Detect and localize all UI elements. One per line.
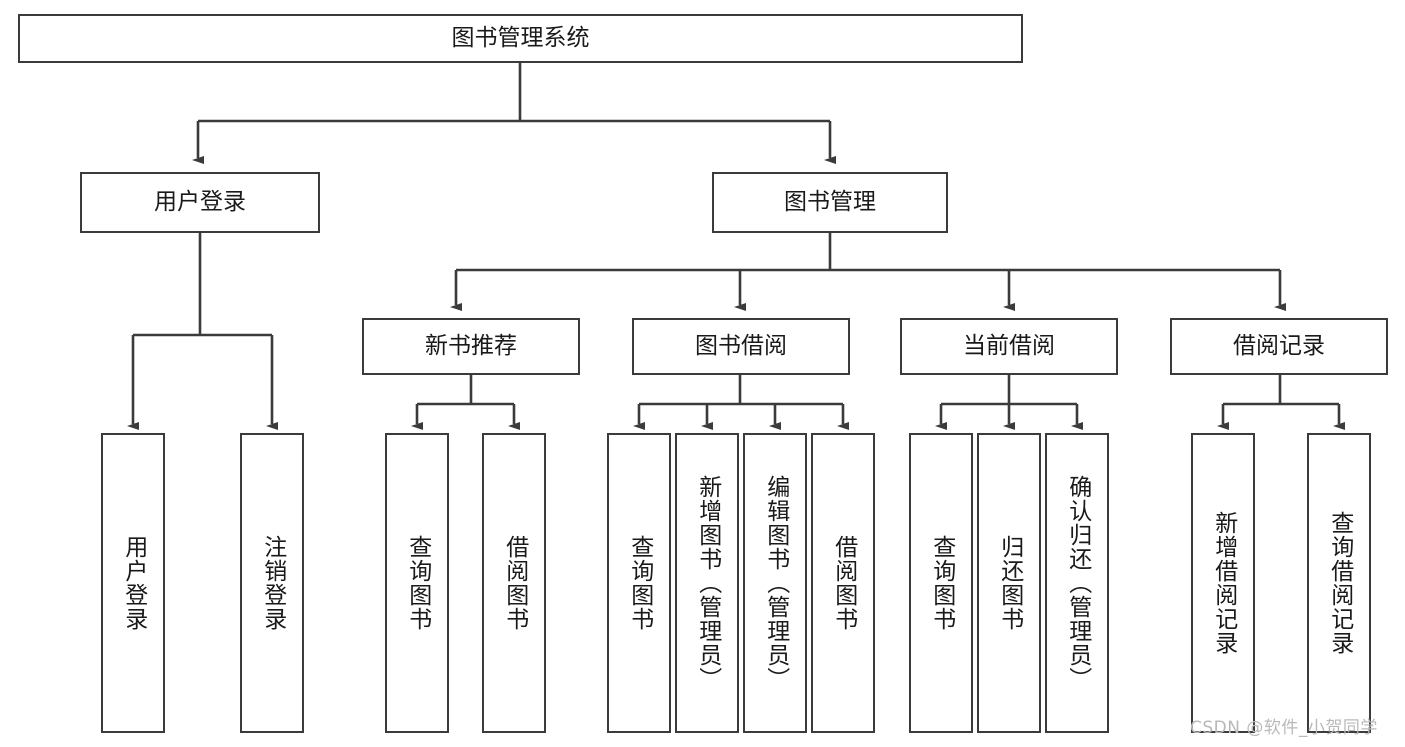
node-label: 当前借阅 xyxy=(963,332,1055,359)
node-label: 用户登录 xyxy=(154,188,246,215)
node-label: 编辑图书（管理员） xyxy=(762,475,789,691)
node-borrow-record[interactable]: 借阅记录 xyxy=(1170,318,1388,375)
node-label: 新书推荐 xyxy=(425,332,517,359)
node-label: 借阅图书 xyxy=(830,535,857,631)
node-leaf-logout[interactable]: 注销登录 xyxy=(240,433,304,733)
node-leaf-cb-confirm-return-admin[interactable]: 确认归还（管理员） xyxy=(1045,433,1109,733)
node-label: 图书管理系统 xyxy=(451,24,590,51)
node-label: 查询图书 xyxy=(404,535,431,631)
node-new-book-recommend[interactable]: 新书推荐 xyxy=(362,318,580,375)
node-root-book-management-system[interactable]: 图书管理系统 xyxy=(18,14,1023,63)
node-label: 新增借阅记录 xyxy=(1210,511,1237,655)
node-label: 图书管理 xyxy=(784,188,876,215)
node-label: 注销登录 xyxy=(259,535,286,631)
node-leaf-bb-edit-book-admin[interactable]: 编辑图书（管理员） xyxy=(743,433,807,733)
node-user-login[interactable]: 用户登录 xyxy=(80,172,320,233)
node-label: 查询图书 xyxy=(928,535,955,631)
node-label: 查询图书 xyxy=(626,535,653,631)
node-label: 新增图书（管理员） xyxy=(694,475,721,691)
node-label: 借阅记录 xyxy=(1233,332,1325,359)
node-leaf-cb-query-book[interactable]: 查询图书 xyxy=(909,433,973,733)
node-label: 用户登录 xyxy=(120,535,147,631)
node-leaf-nb-borrow-book[interactable]: 借阅图书 xyxy=(482,433,546,733)
node-label: 确认归还（管理员） xyxy=(1064,475,1091,691)
node-label: 图书借阅 xyxy=(695,332,787,359)
node-label: 借阅图书 xyxy=(501,535,528,631)
node-current-borrow[interactable]: 当前借阅 xyxy=(900,318,1118,375)
node-leaf-bb-borrow-book[interactable]: 借阅图书 xyxy=(811,433,875,733)
node-book-management[interactable]: 图书管理 xyxy=(712,172,948,233)
node-leaf-bb-add-book-admin[interactable]: 新增图书（管理员） xyxy=(675,433,739,733)
node-leaf-nb-query-book[interactable]: 查询图书 xyxy=(385,433,449,733)
node-leaf-bb-query-book[interactable]: 查询图书 xyxy=(607,433,671,733)
node-label: 查询借阅记录 xyxy=(1326,511,1353,655)
node-leaf-user-login[interactable]: 用户登录 xyxy=(101,433,165,733)
node-leaf-cb-return-book[interactable]: 归还图书 xyxy=(977,433,1041,733)
csdn-watermark: CSDN @软件_小贺同学 xyxy=(1190,718,1378,738)
node-leaf-br-add-record[interactable]: 新增借阅记录 xyxy=(1191,433,1255,733)
node-label: 归还图书 xyxy=(996,535,1023,631)
node-leaf-br-query-record[interactable]: 查询借阅记录 xyxy=(1307,433,1371,733)
node-book-borrow[interactable]: 图书借阅 xyxy=(632,318,850,375)
